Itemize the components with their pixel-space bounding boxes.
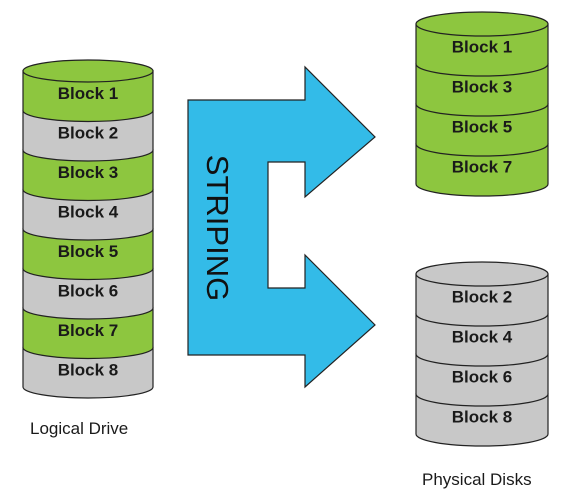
logical-drive-cylinder: Block 8 Block 7 Block 6 Block 5 Block 4 Block… <box>22 59 154 399</box>
physical-disk-1-block-label: Block 3 <box>452 77 512 96</box>
physical-disk-2-block-label: Block 6 <box>452 367 512 386</box>
striping-arrow <box>187 65 376 389</box>
logical-drive-block-label: Block 1 <box>58 84 118 103</box>
logical-drive-block-7 <box>22 307 154 360</box>
physical-disk-2-block-label: Block 8 <box>452 407 512 426</box>
physical-disk-2-block-label: Block 2 <box>452 287 512 306</box>
logical-drive-block-label: Block 3 <box>58 163 118 182</box>
physical-disk-1-block-4 <box>415 143 549 197</box>
logical-drive-block-label: Block 7 <box>58 321 118 340</box>
physical-disk-1-block-label: Block 7 <box>452 157 512 176</box>
physical-disk-2-block-label: Block 4 <box>452 327 513 346</box>
striping-label: STRIPING <box>200 155 235 301</box>
physical-disk-2-block-3 <box>415 353 549 407</box>
physical-disk-1-block-label: Block 5 <box>452 117 512 136</box>
logical-drive-block-5 <box>22 228 154 281</box>
physical-disk-2-block-4 <box>415 393 549 447</box>
logical-drive-caption: Logical Drive <box>30 419 129 438</box>
physical-disk-2-block-2 <box>415 313 549 367</box>
physical-disk-2-top-cap <box>415 261 549 287</box>
physical-disks-caption: Physical Disks <box>422 470 532 489</box>
logical-drive-block-label: Block 4 <box>58 203 119 222</box>
logical-drive-top-cap <box>22 59 154 83</box>
logical-drive-block-4 <box>22 188 154 241</box>
logical-drive-block-label: Block 6 <box>58 282 118 301</box>
logical-drive-block-2 <box>22 109 154 162</box>
logical-drive-block-3 <box>22 149 154 202</box>
physical-disk-1-block-1 <box>415 23 549 77</box>
logical-drive-block-label: Block 2 <box>58 124 118 143</box>
physical-disk-1-block-label: Block 1 <box>452 37 512 56</box>
physical-disk-1-top-cap <box>415 11 549 37</box>
physical-disk-2-block-1 <box>415 273 549 327</box>
logical-drive-block-1 <box>22 70 154 123</box>
physical-disk-1-block-2 <box>415 63 549 117</box>
physical-disk-2-cylinder: Block 8 Block 6 Block 4 Block 2 <box>415 261 549 447</box>
logical-drive-block-8 <box>22 346 154 399</box>
logical-drive-block-label: Block 8 <box>58 361 118 380</box>
logical-drive-block-label: Block 5 <box>58 242 118 261</box>
physical-disk-1-cylinder: Block 7 Block 5 Block 3 Block 1 <box>415 11 549 197</box>
logical-drive-block-6 <box>22 267 154 320</box>
physical-disk-1-block-3 <box>415 103 549 157</box>
